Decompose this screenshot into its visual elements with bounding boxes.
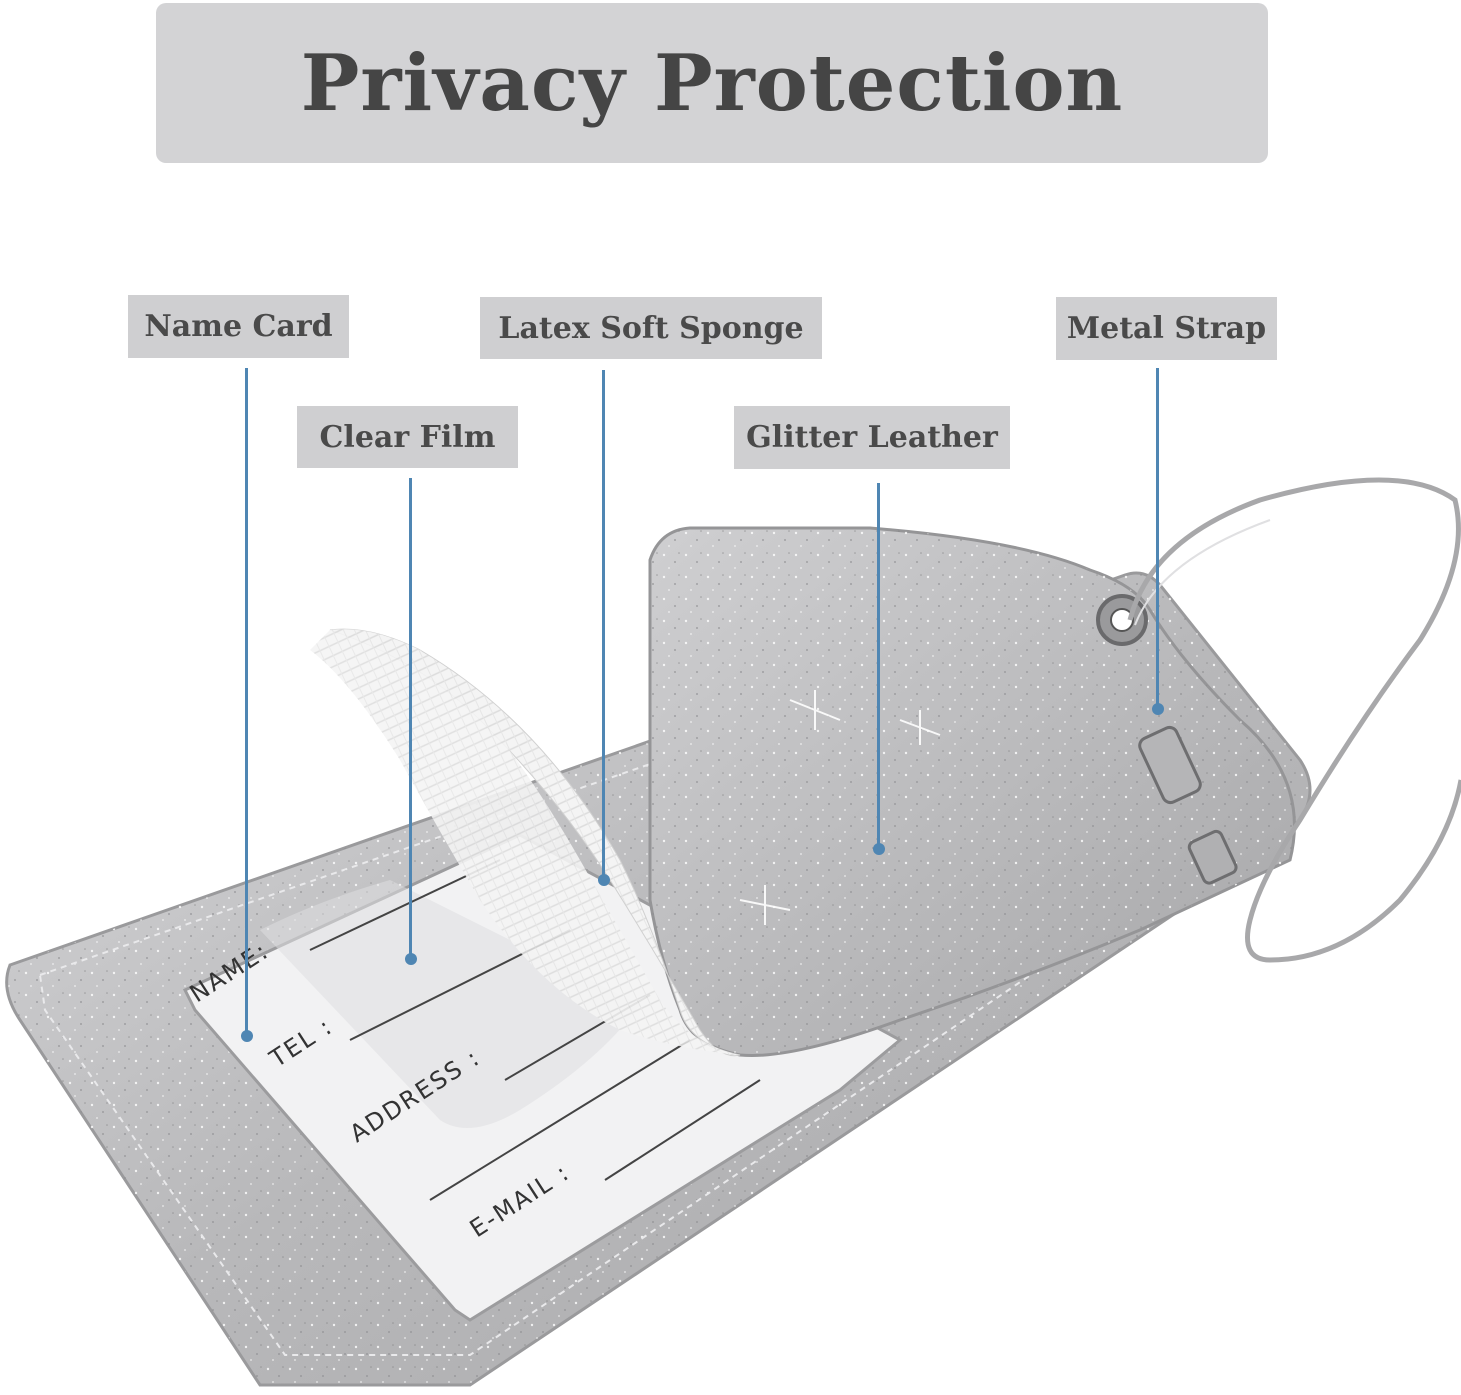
leader-dot-glitter-leather	[873, 843, 885, 855]
leader-dot-metal-strap	[1152, 703, 1164, 715]
leader-line-clear-film	[409, 478, 412, 958]
label-metal-strap: Metal Strap	[1056, 297, 1277, 360]
label-latex-soft-sponge: Latex Soft Sponge	[480, 297, 822, 359]
leader-line-glitter-leather	[877, 483, 880, 848]
label-name-card-text: Name Card	[144, 309, 333, 344]
label-glitter-leather-text: Glitter Leather	[746, 420, 998, 455]
leader-line-metal-strap	[1156, 368, 1159, 708]
title-banner: Privacy Protection	[156, 3, 1268, 163]
leader-line-name-card	[245, 368, 248, 1036]
leader-dot-latex-soft-sponge	[598, 874, 610, 886]
screw-lock	[1138, 725, 1238, 885]
metal-strap	[1127, 477, 1461, 963]
glitter-flap	[648, 526, 1296, 1058]
label-clear-film: Clear Film	[297, 406, 518, 468]
leader-line-latex-soft-sponge	[602, 370, 605, 880]
page-title: Privacy Protection	[300, 37, 1124, 129]
leader-dot-name-card	[241, 1030, 253, 1042]
label-latex-soft-sponge-text: Latex Soft Sponge	[498, 310, 804, 346]
label-glitter-leather: Glitter Leather	[734, 406, 1010, 469]
label-name-card: Name Card	[128, 295, 349, 358]
label-clear-film-text: Clear Film	[319, 419, 496, 455]
leader-dot-clear-film	[405, 953, 417, 965]
sponge-layer	[310, 628, 741, 1057]
label-metal-strap-text: Metal Strap	[1066, 311, 1267, 346]
